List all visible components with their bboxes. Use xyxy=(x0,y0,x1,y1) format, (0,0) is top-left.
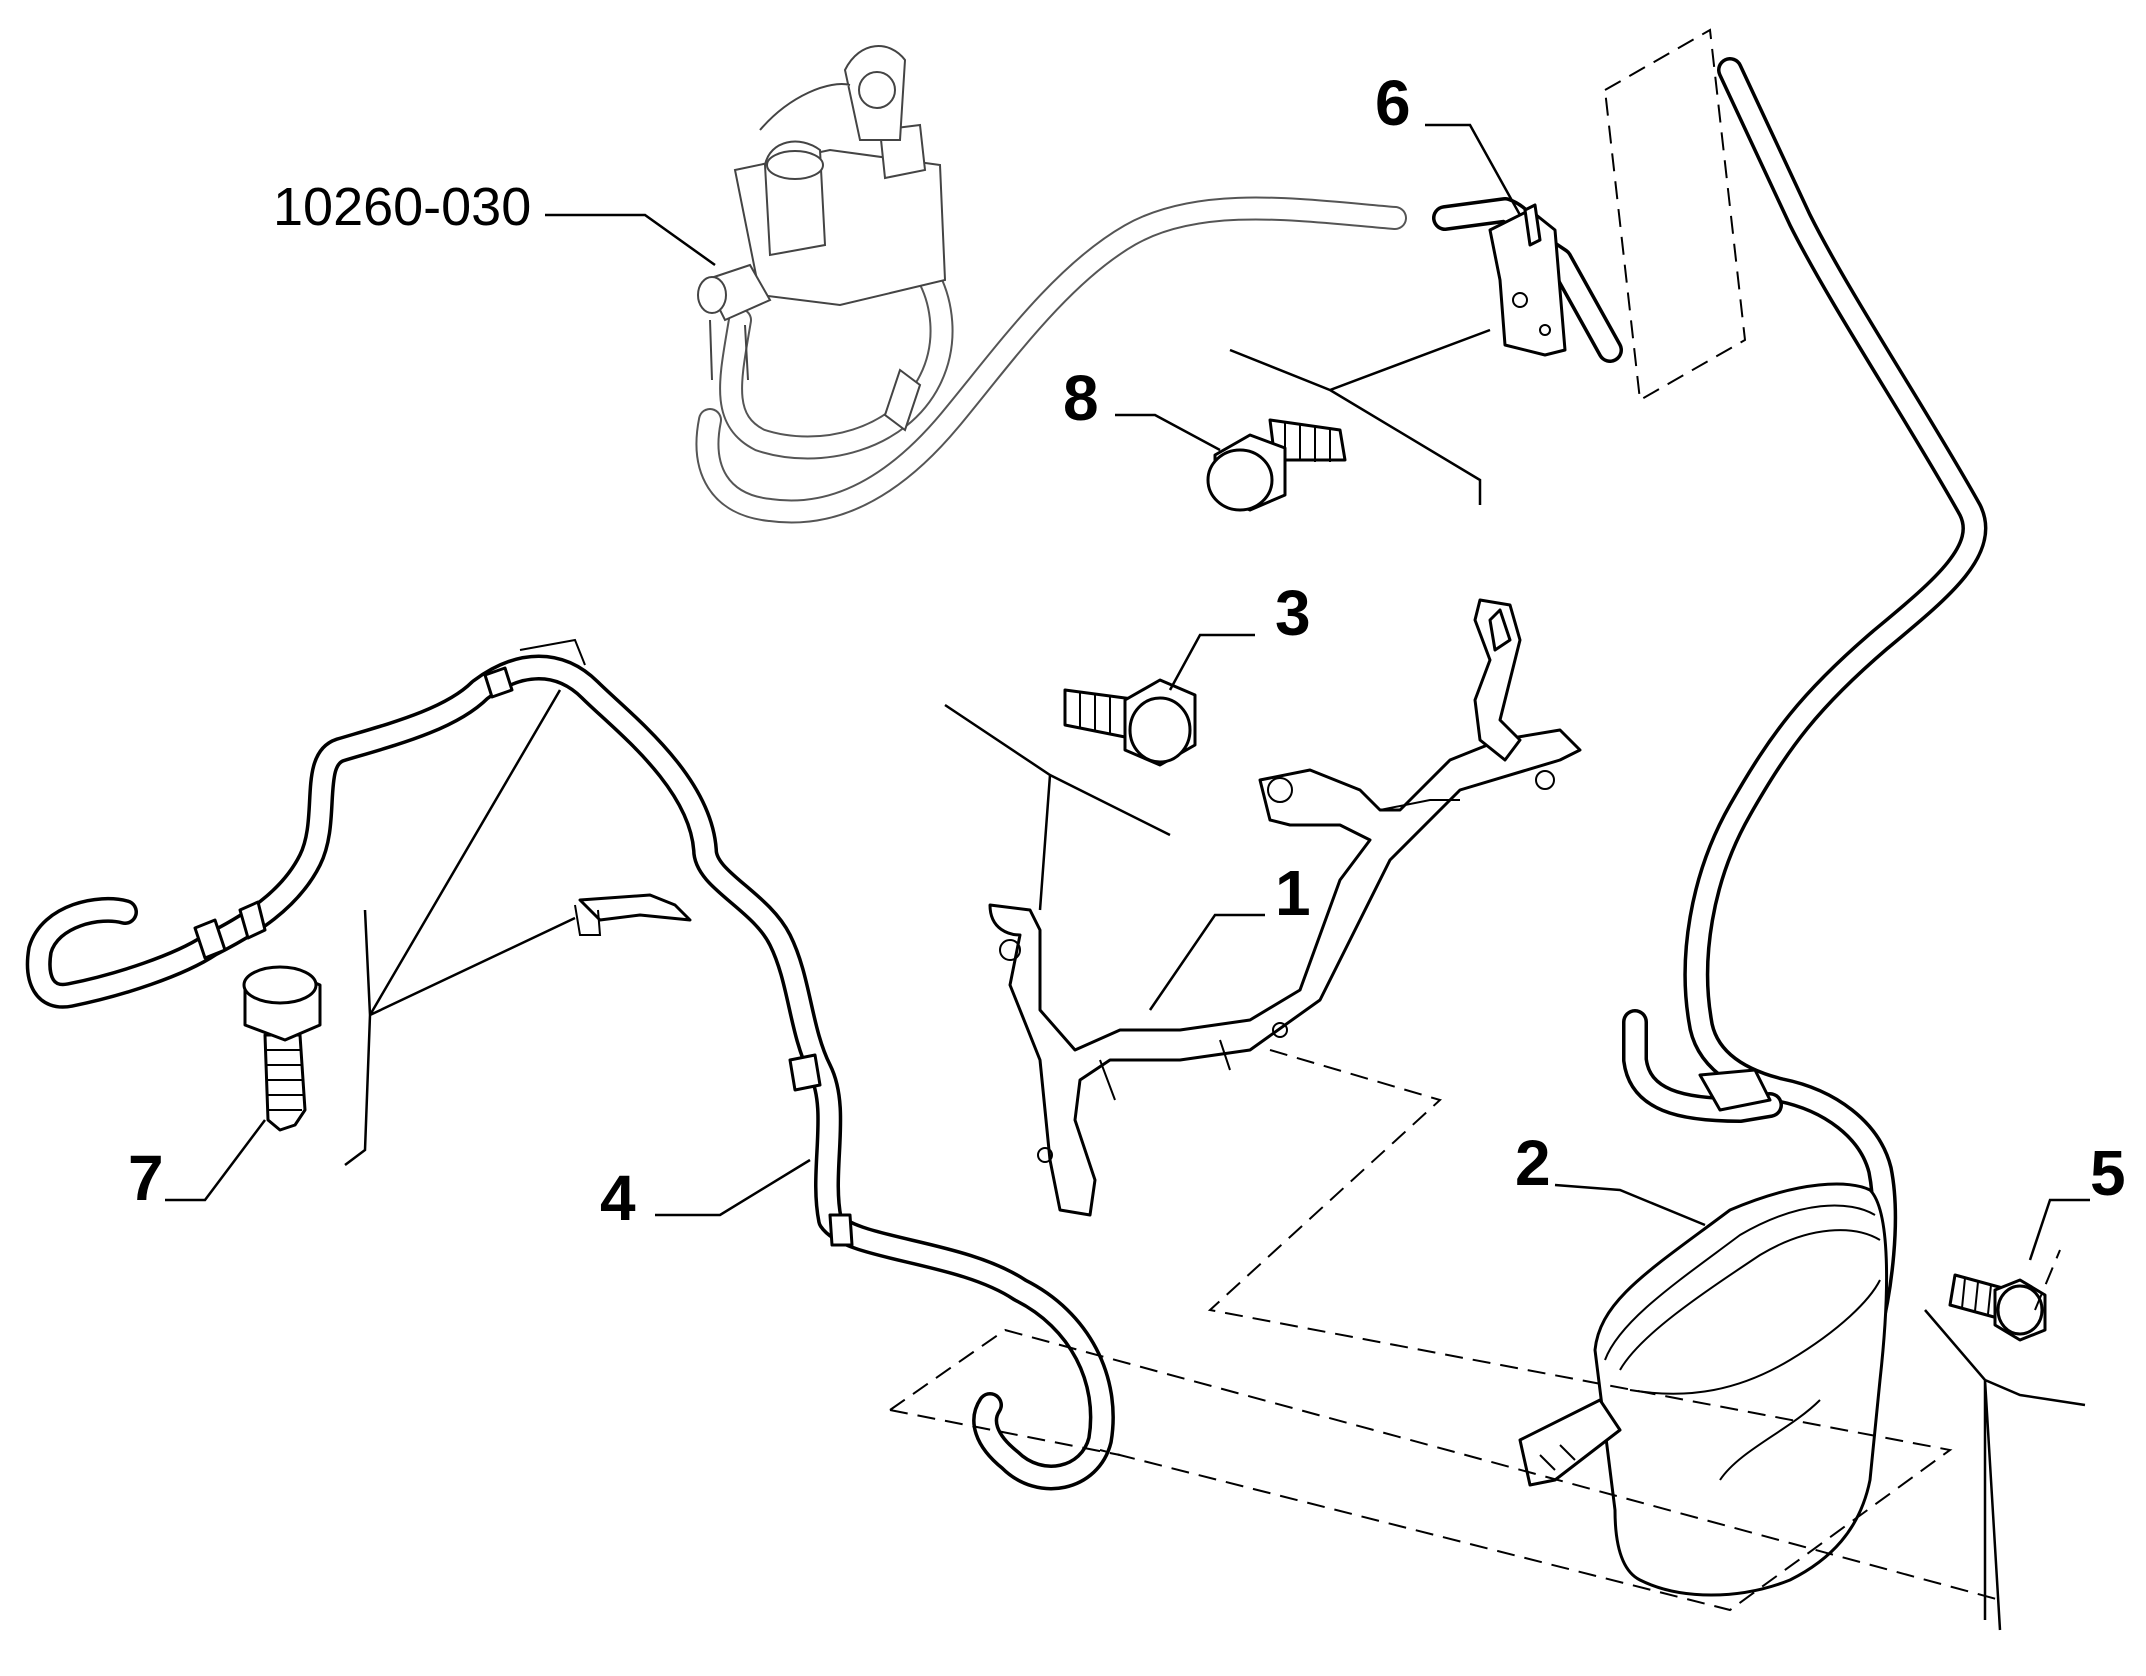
bolt-part-8 xyxy=(1206,418,1347,512)
callout-7: 7 xyxy=(128,1142,164,1214)
callout-6: 6 xyxy=(1375,67,1411,139)
assembly-leader-lines xyxy=(344,328,2086,1631)
callout-5: 5 xyxy=(2090,1137,2126,1209)
callout-1: 1 xyxy=(1275,857,1311,929)
callout-4: 4 xyxy=(600,1162,636,1234)
callout-leaders xyxy=(165,123,2090,1261)
callout-labels: 10260-030 6 8 3 1 4 2 5 7 xyxy=(128,67,2126,1234)
callout-3: 3 xyxy=(1275,577,1311,649)
bolt-part-5 xyxy=(1948,1273,2047,1342)
valve-assembly-10260-030 xyxy=(695,45,1407,524)
hose-part-4 xyxy=(25,638,1115,1491)
pipe-bracket-part-6 xyxy=(1432,197,1623,363)
canister-part-2 xyxy=(1518,57,1988,1597)
bolt-part-3 xyxy=(1063,678,1197,767)
callout-2: 2 xyxy=(1515,1127,1551,1199)
bolt-part-7 xyxy=(242,965,322,1132)
callout-ref-10260-030: 10260-030 xyxy=(273,177,531,237)
dashed-reference-lines xyxy=(889,28,2061,1612)
callout-8: 8 xyxy=(1063,362,1099,434)
bracket-part-1 xyxy=(988,598,1582,1217)
